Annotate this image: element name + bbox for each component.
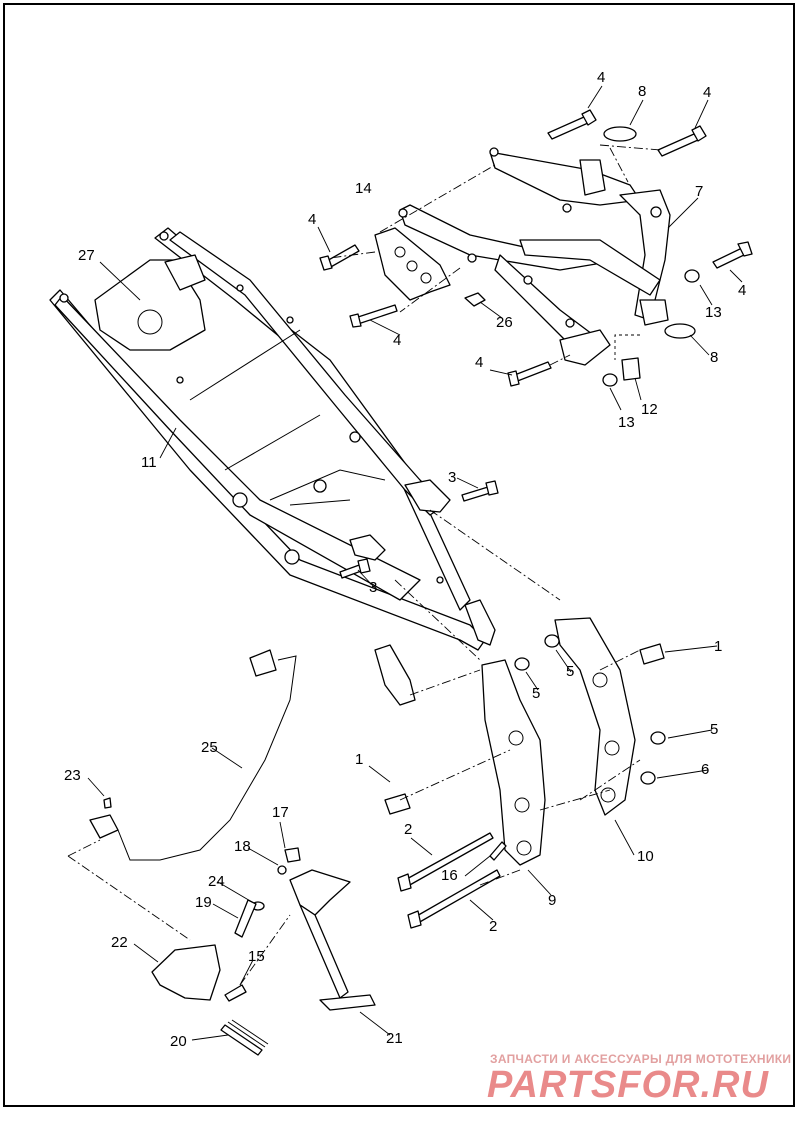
- pin-part-16: [489, 841, 507, 861]
- callout-4: 4: [308, 211, 316, 228]
- callout-26: 26: [496, 314, 513, 331]
- sidestand-part-21: [289, 869, 376, 1011]
- callout-3: 3: [448, 469, 456, 486]
- grommets-parts-8-12-13: [602, 126, 700, 387]
- callout-2: 2: [404, 821, 412, 838]
- bolts-part-4: [319, 109, 753, 387]
- bolts-part-3: [339, 480, 499, 579]
- callout-8: 8: [638, 83, 646, 100]
- callout-10: 10: [637, 848, 654, 865]
- callout-27: 27: [78, 247, 95, 264]
- callout-15: 15: [248, 948, 265, 965]
- small-parts-group: [89, 649, 301, 1056]
- callout-5: 5: [710, 721, 718, 738]
- callout-3: 3: [369, 579, 377, 596]
- long-bolts-part-2: [397, 832, 501, 929]
- callout-8: 8: [710, 349, 718, 366]
- callout-22: 22: [111, 934, 128, 951]
- bracket-part-14: [374, 227, 451, 301]
- main-frame-part-11: [49, 227, 496, 706]
- watermark-logo: PARTSFOR.RU: [487, 1064, 769, 1106]
- bolts-part-1: [384, 643, 665, 815]
- callout-4: 4: [475, 354, 483, 371]
- callout-16: 16: [441, 867, 458, 884]
- cable-part-25: [117, 655, 297, 861]
- callout-18: 18: [234, 838, 251, 855]
- callout-17: 17: [272, 804, 289, 821]
- callout-23: 23: [64, 767, 81, 784]
- watermark-tagline: ЗАПЧАСТИ И АКСЕССУАРЫ ДЛЯ МОТОТЕХНИКИ: [490, 1052, 792, 1066]
- callout-21: 21: [386, 1030, 403, 1047]
- diagram-border: [3, 3, 795, 1107]
- callout-4: 4: [597, 69, 605, 86]
- callout-4: 4: [738, 282, 746, 299]
- callout-6: 6: [701, 761, 709, 778]
- callout-1: 1: [714, 638, 722, 655]
- callout-11: 11: [141, 454, 157, 471]
- callout-2: 2: [489, 918, 497, 935]
- callout-19: 19: [195, 894, 212, 911]
- nut-part-26: [464, 292, 486, 307]
- callout-9: 9: [548, 892, 556, 909]
- callout-5: 5: [566, 663, 574, 680]
- leader-lines: [87, 85, 743, 1041]
- callout-labels: 4 8 4 14 7 4 27 4 13 26 4 8 4 12 13 11 3…: [64, 69, 746, 1050]
- callout-14: 14: [355, 180, 372, 197]
- callout-25: 25: [201, 739, 218, 756]
- subframe-part-7: [398, 147, 671, 366]
- callout-1: 1: [355, 751, 363, 768]
- callout-13: 13: [705, 304, 722, 321]
- callout-13: 13: [618, 414, 635, 431]
- callout-4: 4: [393, 332, 401, 349]
- washers-parts-5-6: [514, 634, 666, 785]
- side-plate-part-10: [554, 617, 636, 816]
- callout-4: 4: [703, 84, 711, 101]
- alignment-lines: [67, 144, 661, 986]
- callout-24: 24: [208, 873, 225, 890]
- callout-20: 20: [170, 1033, 187, 1050]
- side-plate-part-9: [481, 659, 546, 866]
- callout-12: 12: [641, 401, 658, 418]
- callout-5: 5: [532, 685, 540, 702]
- callout-7: 7: [695, 183, 703, 200]
